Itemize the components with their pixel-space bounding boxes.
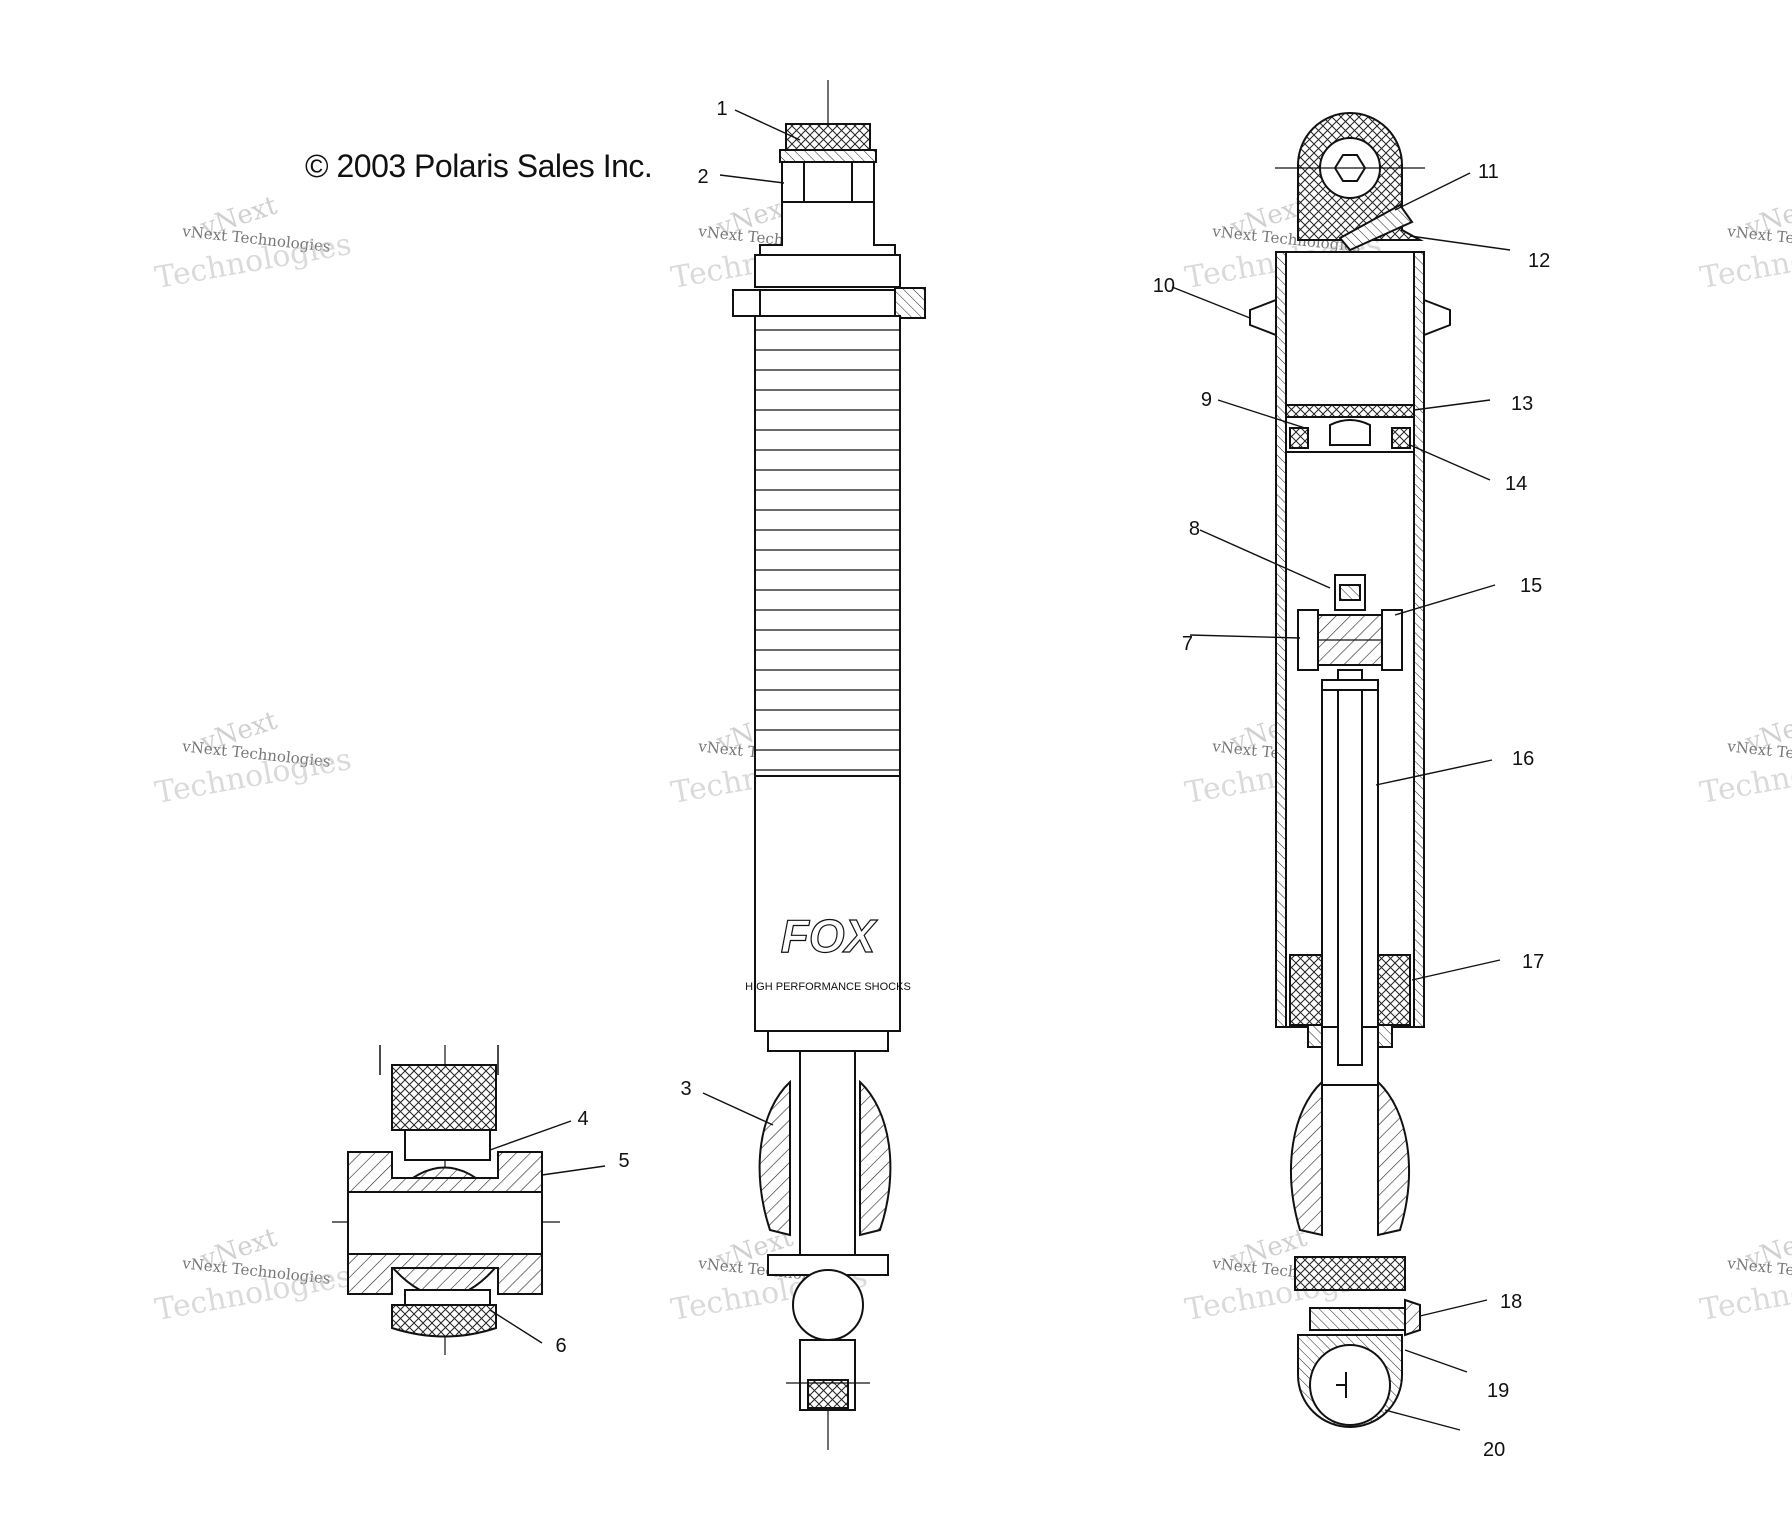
callout-6: 6 [555, 1335, 566, 1357]
callout-9: 9 [1201, 389, 1212, 411]
shock-external-view: FOX HIGH PERFORMANCE SHOCKS [732, 80, 926, 1450]
spring-coils [755, 329, 900, 771]
leader-lines [489, 109, 1511, 1431]
callout-8: 8 [1189, 518, 1200, 540]
brand-logo: FOX [781, 910, 878, 962]
callout-20: 20 [1483, 1439, 1505, 1461]
callout-4: 4 [577, 1108, 588, 1130]
callout-2: 2 [697, 166, 708, 188]
callout-7: 7 [1182, 633, 1193, 655]
callout-18: 18 [1500, 1291, 1522, 1313]
callout-13: 13 [1511, 393, 1533, 415]
callout-11: 11 [1478, 161, 1499, 183]
callout-17: 17 [1522, 951, 1544, 973]
copyright-notice: © 2003 Polaris Sales Inc. [305, 148, 653, 184]
callout-3: 3 [680, 1078, 691, 1100]
callout-10: 10 [1153, 275, 1175, 297]
shock-cross-section [1249, 112, 1451, 1428]
callout-15: 15 [1520, 575, 1542, 597]
callout-5: 5 [618, 1150, 629, 1172]
callout-1: 1 [716, 98, 727, 120]
callout-12: 12 [1528, 250, 1550, 272]
callout-numbers: 1 2 3 4 5 6 7 8 9 10 11 12 13 14 15 16 1… [555, 98, 1550, 1461]
eyelet-bushing-detail [332, 1045, 560, 1355]
callout-19: 19 [1487, 1380, 1509, 1402]
brand-tagline: HIGH PERFORMANCE SHOCKS [745, 981, 911, 993]
callout-16: 16 [1512, 748, 1534, 770]
callout-14: 14 [1505, 473, 1527, 495]
